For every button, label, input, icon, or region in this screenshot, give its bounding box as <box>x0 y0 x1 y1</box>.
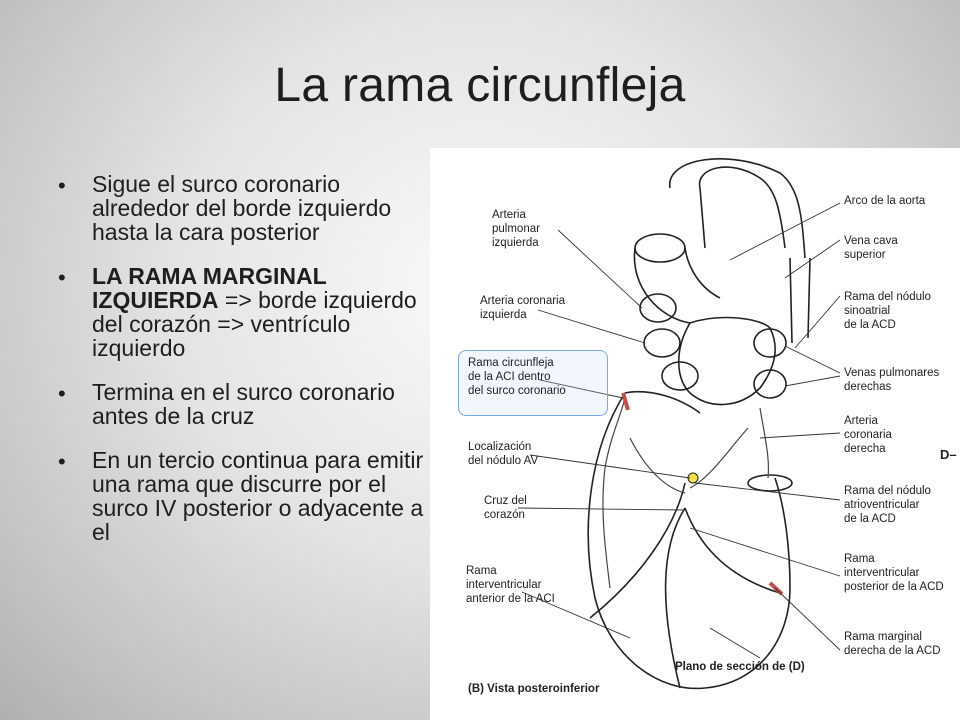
label-rama-iv-anterior: Rama interventricular anterior de la ACI <box>466 565 555 605</box>
label-rama-marginal-derecha: Rama marginal derecha de la ACD <box>844 631 941 657</box>
bullet-list: • Sigue el surco coronario alrededor del … <box>58 172 433 564</box>
label-vena-cava: Vena cava superior <box>844 235 898 261</box>
label-plano-seccion: Plano de sección de (D) <box>675 661 805 673</box>
bullet-dot-icon: • <box>58 381 66 406</box>
bullet-item: • Sigue el surco coronario alrededor del … <box>58 172 433 244</box>
label-cruz-corazon: Cruz del corazón <box>484 495 527 521</box>
label-nodulo-sinoatrial: Rama del nódulo sinoatrial de la ACD <box>844 291 931 331</box>
heart-diagram: Arteria pulmonar izquierda Arteria coron… <box>430 148 960 720</box>
bullet-item: • En un tercio continua para emitir una r… <box>58 448 433 544</box>
label-nodulo-av-acd: Rama del nódulo atrioventricular de la A… <box>844 485 931 525</box>
bullet-item: • Termina en el surco coronario antes de … <box>58 380 433 428</box>
label-rama-circunfleja: Rama circunfleja de la ACI dentro del su… <box>468 357 566 397</box>
bullet-dot-icon: • <box>58 449 66 474</box>
bullet-bold-text: LA RAMA MARGINAL IZQUIERDA <box>92 263 327 313</box>
label-arco-aorta: Arco de la aorta <box>844 195 926 207</box>
bullet-dot-icon: • <box>58 265 66 290</box>
heart-illustration <box>517 158 841 690</box>
bullet-text: Sigue el surco coronario alrededor del b… <box>92 171 392 245</box>
label-rama-iv-posterior: Rama interventricular posterior de la AC… <box>844 553 944 593</box>
bullet-item: • LA RAMA MARGINAL IZQUIERDA => borde izq… <box>58 264 433 360</box>
label-arteria-pulmonar: Arteria pulmonar izquierda <box>492 209 540 249</box>
figure-caption: (B) Vista posteroinferior <box>468 683 600 695</box>
highlight-box <box>458 350 608 416</box>
bullet-text: => borde izquierdo del corazón => ventrí… <box>92 287 417 361</box>
label-arteria-coronaria-derecha: Arteria coronaria derecha <box>844 415 892 455</box>
label-venas-pulmonares: Venas pulmonares derechas <box>844 367 940 393</box>
bullet-dot-icon: • <box>58 173 66 198</box>
label-d-marker: D– <box>940 447 957 462</box>
bullet-text: Termina en el surco coronario antes de l… <box>92 379 395 429</box>
bullet-text: En un tercio continua para emitir una ra… <box>92 447 424 545</box>
slide-title: La rama circunfleja <box>274 59 686 112</box>
label-arteria-coronaria-izquierda: Arteria coronaria izquierda <box>480 295 566 321</box>
label-nodulo-av: Localización del nódulo AV <box>468 441 539 467</box>
